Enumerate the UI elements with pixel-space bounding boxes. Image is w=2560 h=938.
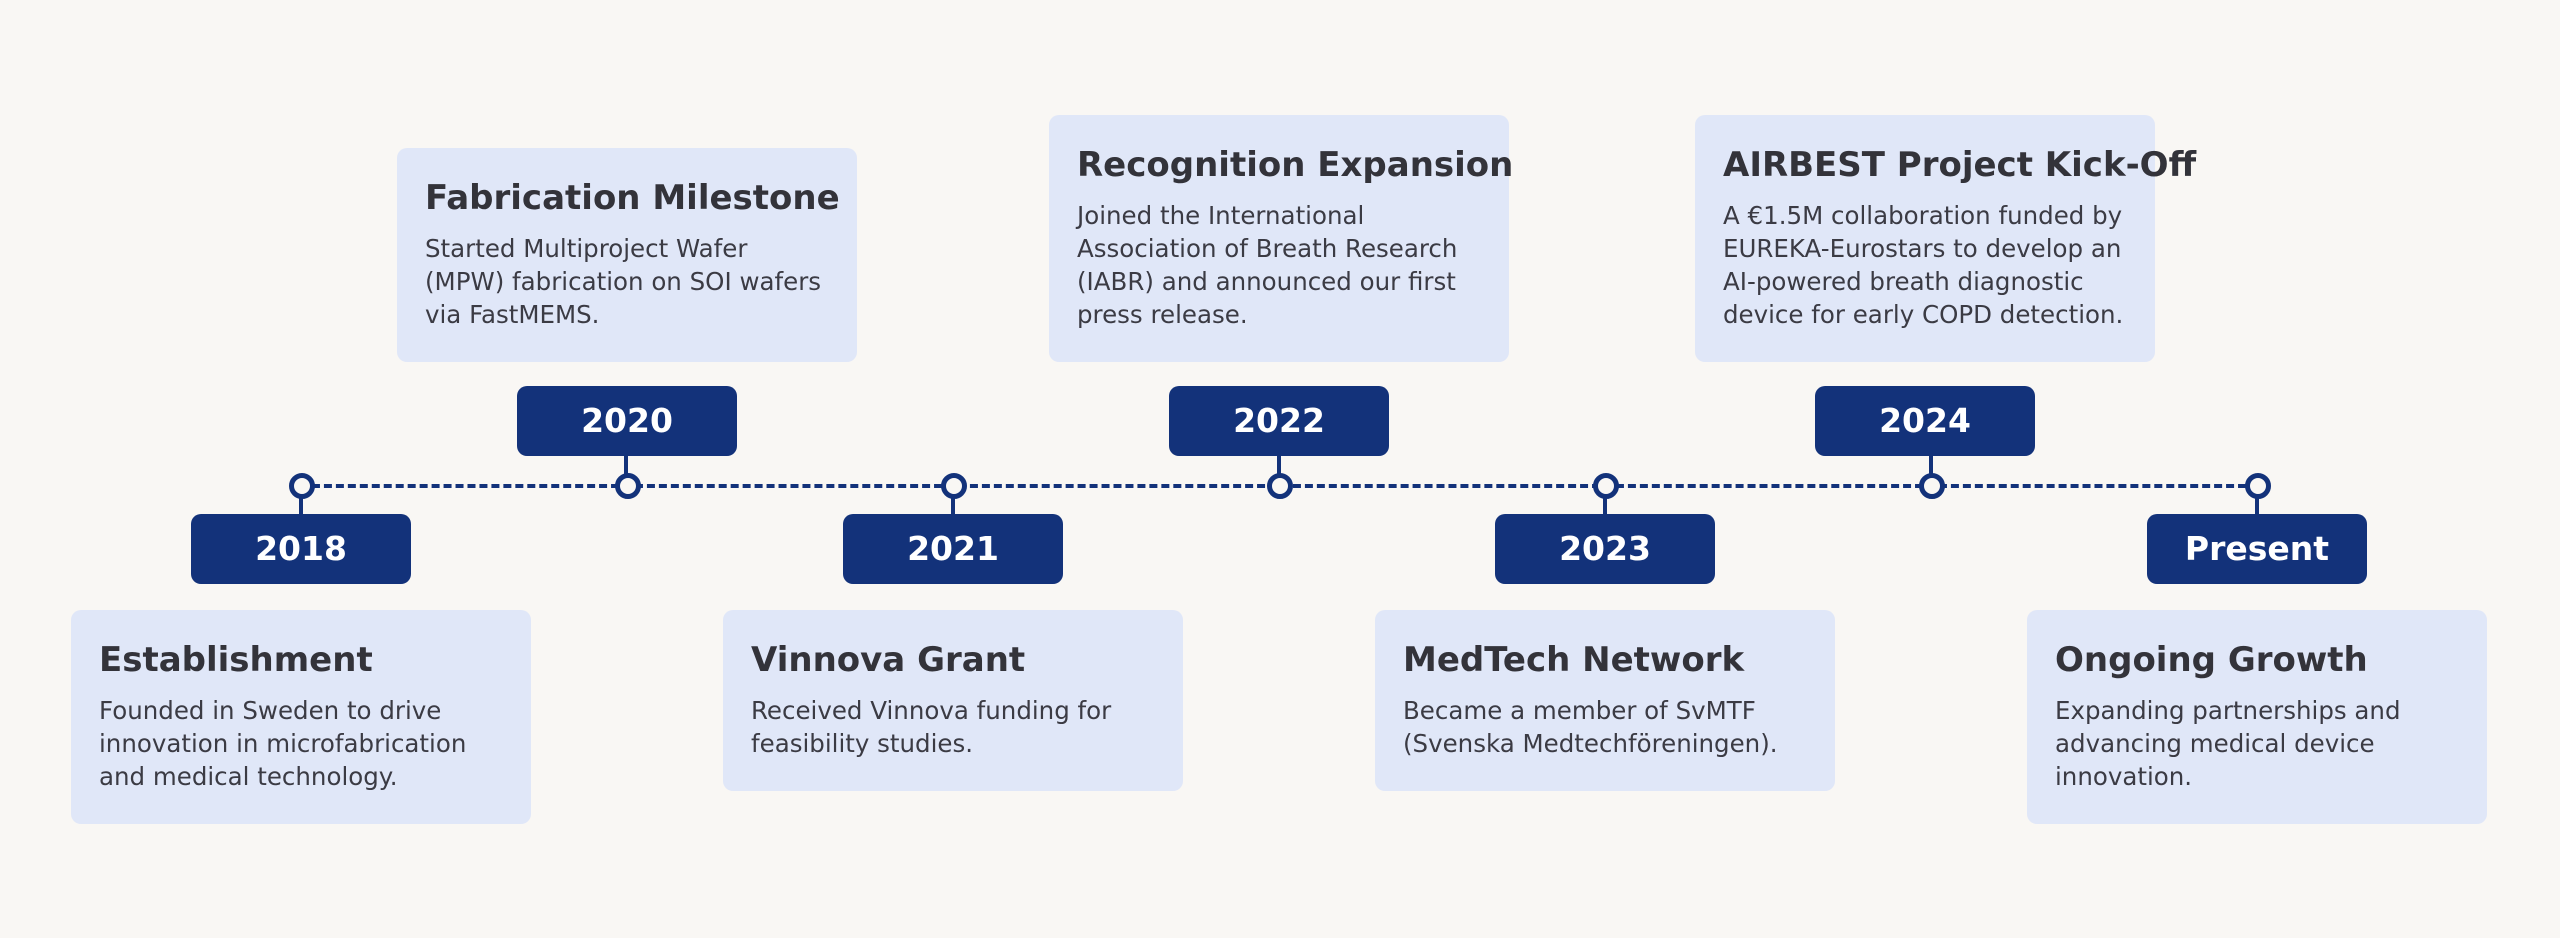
year-badge: 2024 [1815,386,2035,456]
milestone-title: Ongoing Growth [2055,640,2368,680]
milestone-title: Recognition Expansion [1077,145,1514,185]
milestone-description: Became a member of SvMTF (Svenska Medtec… [1403,696,1778,758]
timeline-node [1919,473,1945,499]
milestone-card: MedTech Network Became a member of SvMTF… [1375,610,1835,791]
milestone-title: AIRBEST Project Kick-Off [1723,145,2197,185]
year-badge: 2022 [1169,386,1389,456]
milestone-card: Vinnova Grant Received Vinnova funding f… [723,610,1183,791]
timeline-node [1267,473,1293,499]
milestone-description: Founded in Sweden to drive innovation in… [99,696,467,791]
milestone-card: Fabrication Milestone Started Multiproje… [397,148,857,362]
year-badge: Present [2147,514,2367,584]
milestone-card: Recognition Expansion Joined the Interna… [1049,115,1514,362]
milestone-title: MedTech Network [1403,640,1745,680]
timeline-stem [1277,454,1281,476]
timeline-stem [624,454,628,476]
milestone-description: Joined the International Association of … [1077,201,1458,329]
timeline-node [2245,473,2271,499]
milestone-description: Received Vinnova funding for feasibility… [751,696,1112,758]
timeline-stem [1603,494,1607,516]
milestone-title: Fabrication Milestone [425,178,840,218]
timeline-node [615,473,641,499]
milestone-card: AIRBEST Project Kick-Off A €1.5M collabo… [1695,115,2197,362]
timeline-stem [1929,454,1933,476]
timeline-stem [299,494,303,516]
milestone-title: Establishment [99,640,373,680]
year-badge: 2021 [843,514,1063,584]
milestone-card: Ongoing Growth Expanding partnerships an… [2027,610,2487,824]
milestone-description: Started Multiproject Wafer (MPW) fabrica… [425,234,822,329]
timeline-stem [2255,494,2259,516]
timeline-node [1593,473,1619,499]
timeline-stem [951,494,955,516]
year-badge: 2018 [191,514,411,584]
milestone-card: Establishment Founded in Sweden to drive… [71,610,531,824]
milestone-description: A €1.5M collaboration funded by EUREKA-E… [1723,201,2124,329]
year-badge: 2023 [1495,514,1715,584]
milestone-title: Vinnova Grant [751,640,1026,680]
timeline-node [941,473,967,499]
milestone-description: Expanding partnerships and advancing med… [2055,696,2401,791]
year-badge: 2020 [517,386,737,456]
timeline-node [289,473,315,499]
